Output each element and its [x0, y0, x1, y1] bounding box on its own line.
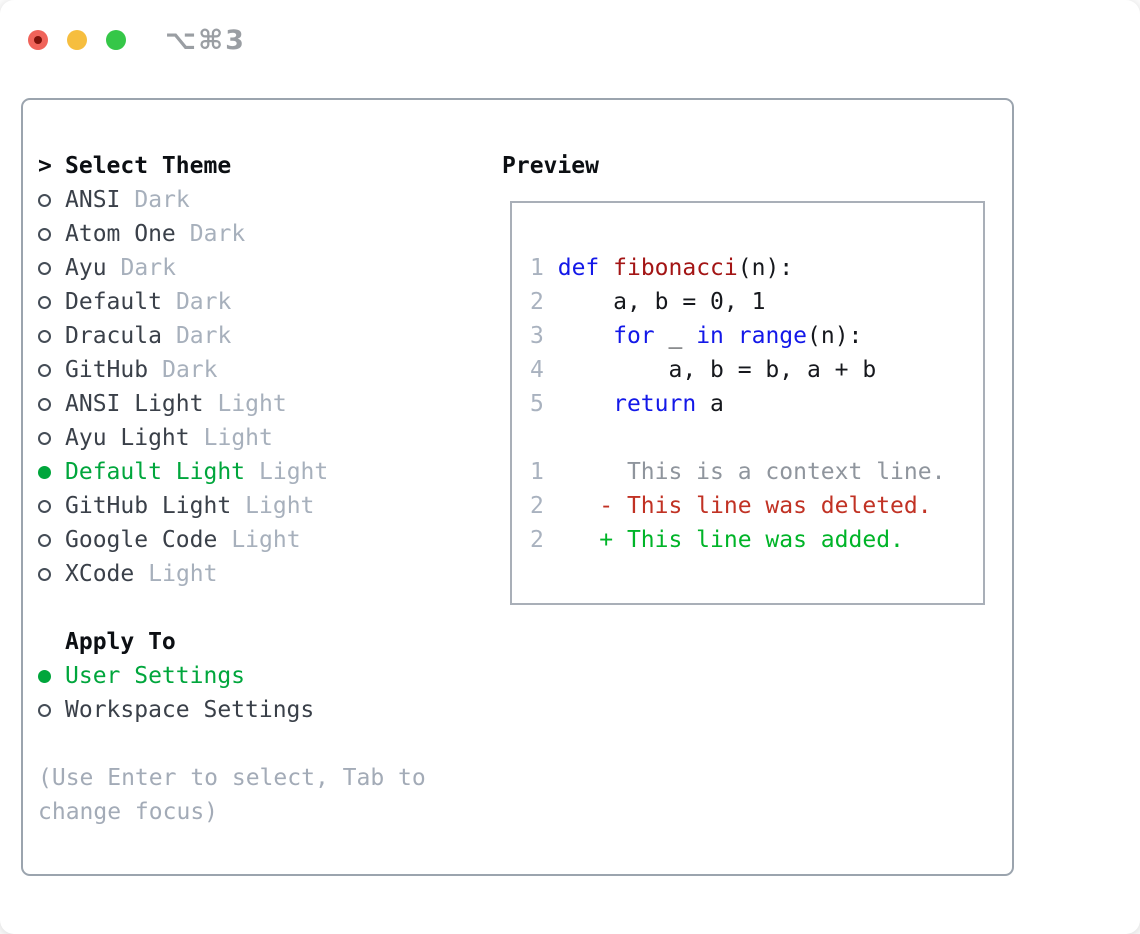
- radio-unselected-icon: [38, 227, 51, 241]
- theme-variant-badge: Dark: [134, 187, 190, 213]
- code-line: 1 def fibonacci(n):: [530, 255, 794, 281]
- theme-option[interactable]: XCode Light: [38, 557, 450, 591]
- theme-variant-badge: Light: [217, 391, 287, 417]
- line-number: 3: [530, 323, 544, 349]
- code-line: 2 a, b = 0, 1: [530, 289, 766, 315]
- code-line: 3 for _ in range(n):: [530, 323, 863, 349]
- theme-option[interactable]: ANSI Dark: [38, 183, 450, 217]
- theme-section-header: > Select Theme: [38, 149, 450, 183]
- apply-target-option[interactable]: Workspace Settings: [38, 693, 450, 727]
- line-number: 1: [530, 255, 544, 281]
- code-line: 2 - This line was deleted.: [530, 493, 932, 519]
- radio-unselected-icon: [38, 295, 51, 309]
- theme-option-label: GitHub Light: [65, 493, 232, 519]
- theme-option[interactable]: Google Code Light: [38, 523, 450, 557]
- radio-unselected-icon: [38, 431, 51, 445]
- theme-option[interactable]: GitHub Dark: [38, 353, 450, 387]
- line-number: 4: [530, 357, 544, 383]
- theme-section-title: Select Theme: [65, 153, 232, 179]
- theme-option[interactable]: ANSI Light Light: [38, 387, 450, 421]
- spacer: [38, 727, 450, 761]
- line-number: 2: [530, 527, 544, 553]
- apply-target-option[interactable]: User Settings: [38, 659, 450, 693]
- theme-option-label: Ayu: [65, 255, 107, 281]
- theme-variant-badge: Light: [148, 561, 218, 587]
- line-number: [530, 425, 544, 451]
- radio-selected-icon: [38, 669, 51, 683]
- close-button[interactable]: [28, 30, 48, 50]
- theme-option[interactable]: Dracula Dark: [38, 319, 450, 353]
- keyboard-hint: (Use Enter to select, Tab to change focu…: [38, 765, 426, 825]
- theme-option-label: ANSI Light: [65, 391, 204, 417]
- theme-option-label: Google Code: [65, 527, 218, 553]
- radio-unselected-icon: [38, 329, 51, 343]
- theme-variant-badge: Dark: [175, 323, 232, 349]
- apply-target-option-label: Workspace Settings: [65, 697, 315, 723]
- line-number: 2: [530, 289, 544, 315]
- code-line: 2 + This line was added.: [530, 527, 904, 553]
- preview-title: Preview: [502, 153, 599, 179]
- theme-option[interactable]: Ayu Dark: [38, 251, 450, 285]
- theme-option-label: XCode: [65, 561, 135, 587]
- theme-option-label: ANSI: [65, 187, 121, 213]
- theme-variant-badge: Dark: [162, 357, 218, 383]
- window-title: ⌥⌘3: [165, 24, 246, 56]
- theme-option-label: Ayu Light: [65, 425, 190, 451]
- radio-unselected-icon: [38, 703, 51, 717]
- preview-pane: 1 def fibonacci(n): 2 a, b = 0, 1 3 for _ …: [510, 201, 985, 605]
- theme-variant-badge: Dark: [175, 289, 232, 315]
- radio-unselected-icon: [38, 397, 51, 411]
- code-preview: 1 def fibonacci(n): 2 a, b = 0, 1 3 for _ …: [530, 251, 945, 557]
- line-number: 5: [530, 391, 544, 417]
- theme-option[interactable]: Default Light Light: [38, 455, 450, 489]
- radio-unselected-icon: [38, 499, 51, 513]
- radio-unselected-icon: [38, 567, 51, 581]
- theme-variant-badge: Light: [245, 493, 315, 519]
- theme-option-label: Default Light: [65, 459, 246, 485]
- theme-variant-badge: Dark: [120, 255, 176, 281]
- minimize-button[interactable]: [67, 30, 87, 50]
- code-line: 5 return a: [530, 391, 724, 417]
- theme-option-label: Atom One: [65, 221, 176, 247]
- theme-variant-badge: Light: [259, 459, 329, 485]
- apply-section-title: Apply To: [65, 629, 176, 655]
- radio-unselected-icon: [38, 363, 51, 377]
- line-number: 2: [530, 493, 544, 519]
- theme-option-label: GitHub: [65, 357, 149, 383]
- spacer: [38, 591, 450, 625]
- theme-option-label: Dracula: [65, 323, 162, 349]
- radio-selected-icon: [38, 465, 51, 479]
- theme-option[interactable]: GitHub Light Light: [38, 489, 450, 523]
- selection-caret-icon: >: [38, 153, 52, 179]
- theme-option[interactable]: Atom One Dark: [38, 217, 450, 251]
- theme-variant-badge: Light: [203, 425, 273, 451]
- theme-option[interactable]: Default Dark: [38, 285, 450, 319]
- zoom-button[interactable]: [106, 30, 126, 50]
- apply-target-option-label: User Settings: [65, 663, 246, 689]
- theme-option[interactable]: Ayu Light Light: [38, 421, 450, 455]
- code-line: [530, 421, 945, 455]
- code-line: 4 a, b = b, a + b: [530, 357, 877, 383]
- titlebar: ⌥⌘3: [28, 25, 246, 56]
- line-number: 1: [530, 459, 544, 485]
- radio-unselected-icon: [38, 533, 51, 547]
- theme-option-label: Default: [65, 289, 162, 315]
- theme-variant-badge: Dark: [189, 221, 246, 247]
- code-line: 1 This is a context line.: [530, 459, 946, 485]
- radio-unselected-icon: [38, 261, 51, 275]
- apply-section-header: Apply To: [38, 625, 450, 659]
- radio-unselected-icon: [38, 193, 51, 207]
- theme-variant-badge: Light: [231, 527, 301, 553]
